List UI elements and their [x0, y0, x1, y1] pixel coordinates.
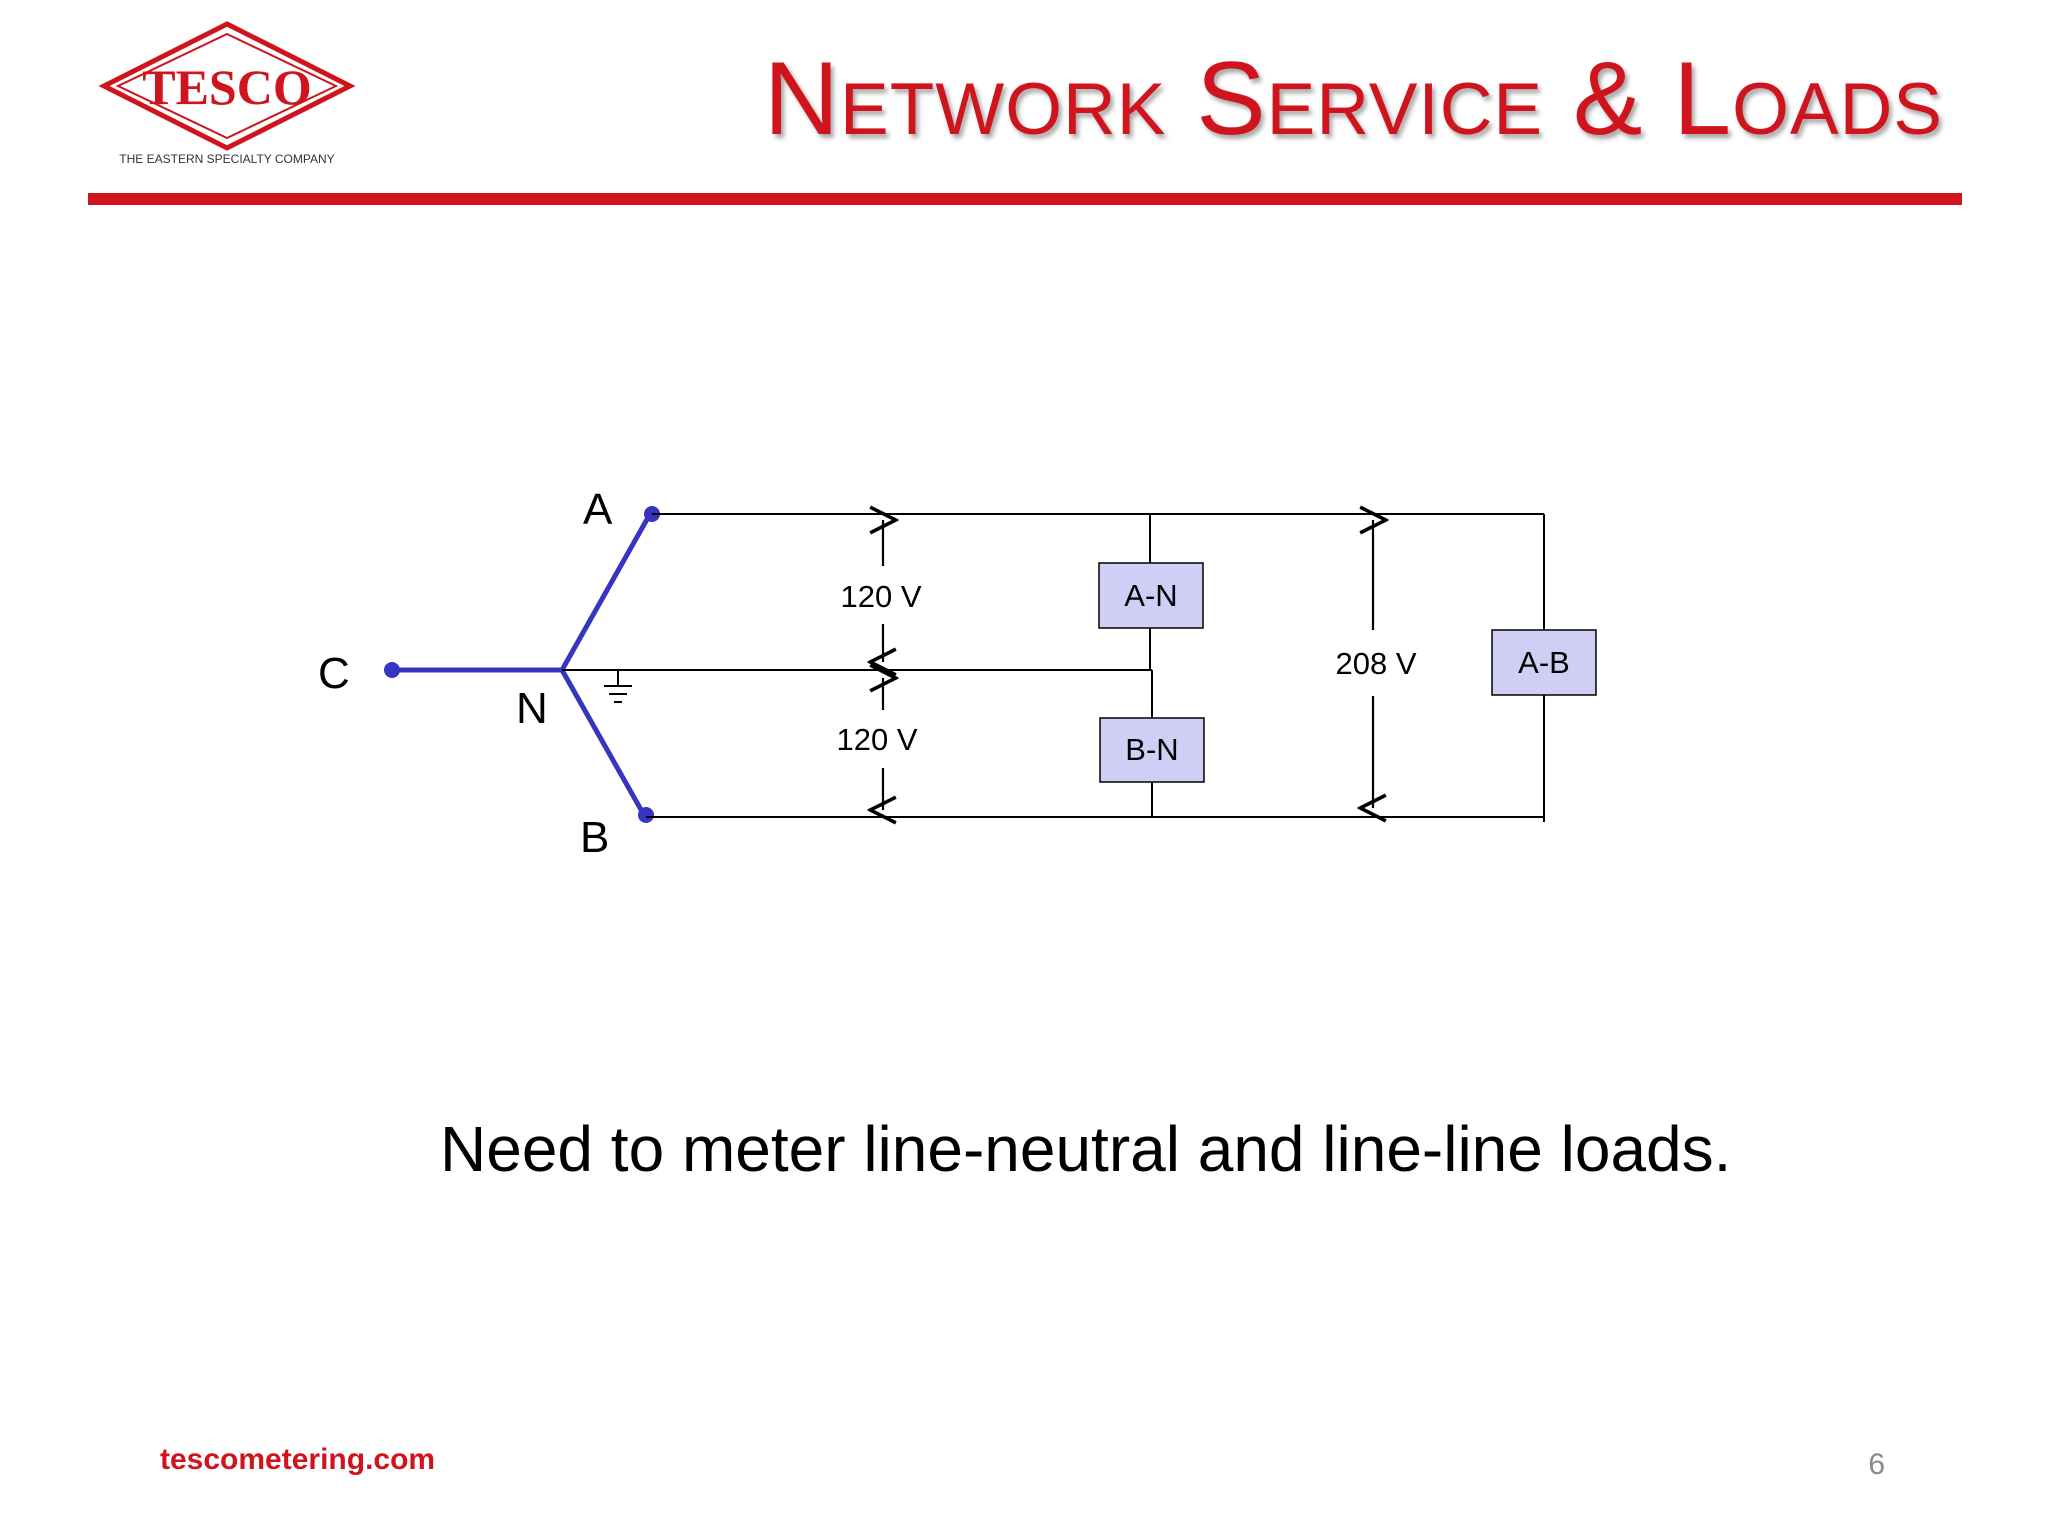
title-underline [88, 193, 1962, 205]
terminal-c [384, 662, 400, 678]
slide-title: Network Service & Loads [763, 41, 1943, 157]
logo-wordmark: TESCO [142, 59, 312, 115]
node-label-n: N [516, 684, 548, 733]
load-bn: B-N [1099, 717, 1205, 783]
load-bn-label: B-N [1125, 732, 1178, 767]
wye-source [384, 506, 660, 823]
page-number: 6 [1868, 1448, 1885, 1481]
phase-a-wire [559, 512, 653, 672]
slide-caption: Need to meter line-neutral and line-line… [440, 1113, 1732, 1185]
footer-website-link[interactable]: tescometering.com [160, 1443, 436, 1476]
ab-voltage-label: 208 V [1335, 646, 1416, 681]
load-an-label: A-N [1124, 578, 1177, 613]
terminal-b [638, 807, 654, 823]
node-label-b: B [580, 813, 609, 862]
node-label-c: C [318, 649, 350, 698]
phase-b-wire [559, 668, 647, 817]
ground-icon [604, 670, 632, 703]
node-label-a: A [583, 485, 613, 534]
bn-voltage-label: 120 V [836, 722, 917, 757]
an-voltage-label: 120 V [840, 579, 921, 614]
load-ab: A-B [1491, 629, 1597, 696]
load-an: A-N [1098, 562, 1204, 629]
tesco-logo: TESCO THE EASTERN SPECIALTY COMPANY [98, 21, 356, 166]
conductors [562, 513, 1545, 822]
logo-tagline: THE EASTERN SPECIALTY COMPANY [119, 152, 334, 166]
load-ab-label: A-B [1518, 645, 1570, 680]
